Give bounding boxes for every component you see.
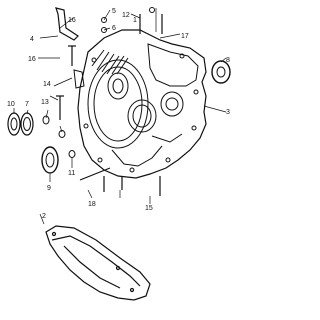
callout-18: 18	[88, 201, 96, 208]
callout-15: 15	[145, 205, 153, 212]
callout-17: 17	[181, 33, 189, 40]
callout-16b: 16	[28, 56, 36, 63]
callout-13: 13	[41, 99, 49, 106]
oil-seal-set-left	[7, 112, 34, 136]
callout-2: 2	[42, 213, 46, 220]
callout-7: 7	[25, 101, 29, 108]
lower-cover	[45, 225, 151, 301]
callout-14: 14	[43, 81, 51, 88]
callout-16a: 16	[68, 17, 76, 24]
callout-10: 10	[7, 101, 15, 108]
small-hardware	[42, 7, 155, 158]
bearing-right	[211, 60, 231, 84]
callout-labels: 1 2 3 4 5 6 7 8 9 10 11 12 13 14 15 16 1…	[7, 8, 230, 220]
leader-lines	[13, 8, 227, 225]
bracket	[55, 7, 79, 41]
oil-seal-center	[41, 146, 59, 174]
callout-8: 8	[226, 57, 230, 64]
callout-9: 9	[47, 185, 51, 192]
exploded-parts-diagram: 1 2 3 4 5 6 7 8 9 10 11 12 13 14 15 16 1…	[7, 7, 231, 301]
bolts	[56, 14, 163, 196]
clutch-housing	[77, 29, 207, 179]
callout-5: 5	[112, 8, 116, 15]
callout-6: 6	[112, 25, 116, 32]
callout-12: 12	[122, 12, 130, 19]
callout-4: 4	[30, 36, 34, 43]
callout-1: 1	[133, 17, 137, 24]
callout-11: 11	[68, 170, 75, 177]
callout-3: 3	[226, 109, 230, 116]
clip	[73, 69, 85, 89]
